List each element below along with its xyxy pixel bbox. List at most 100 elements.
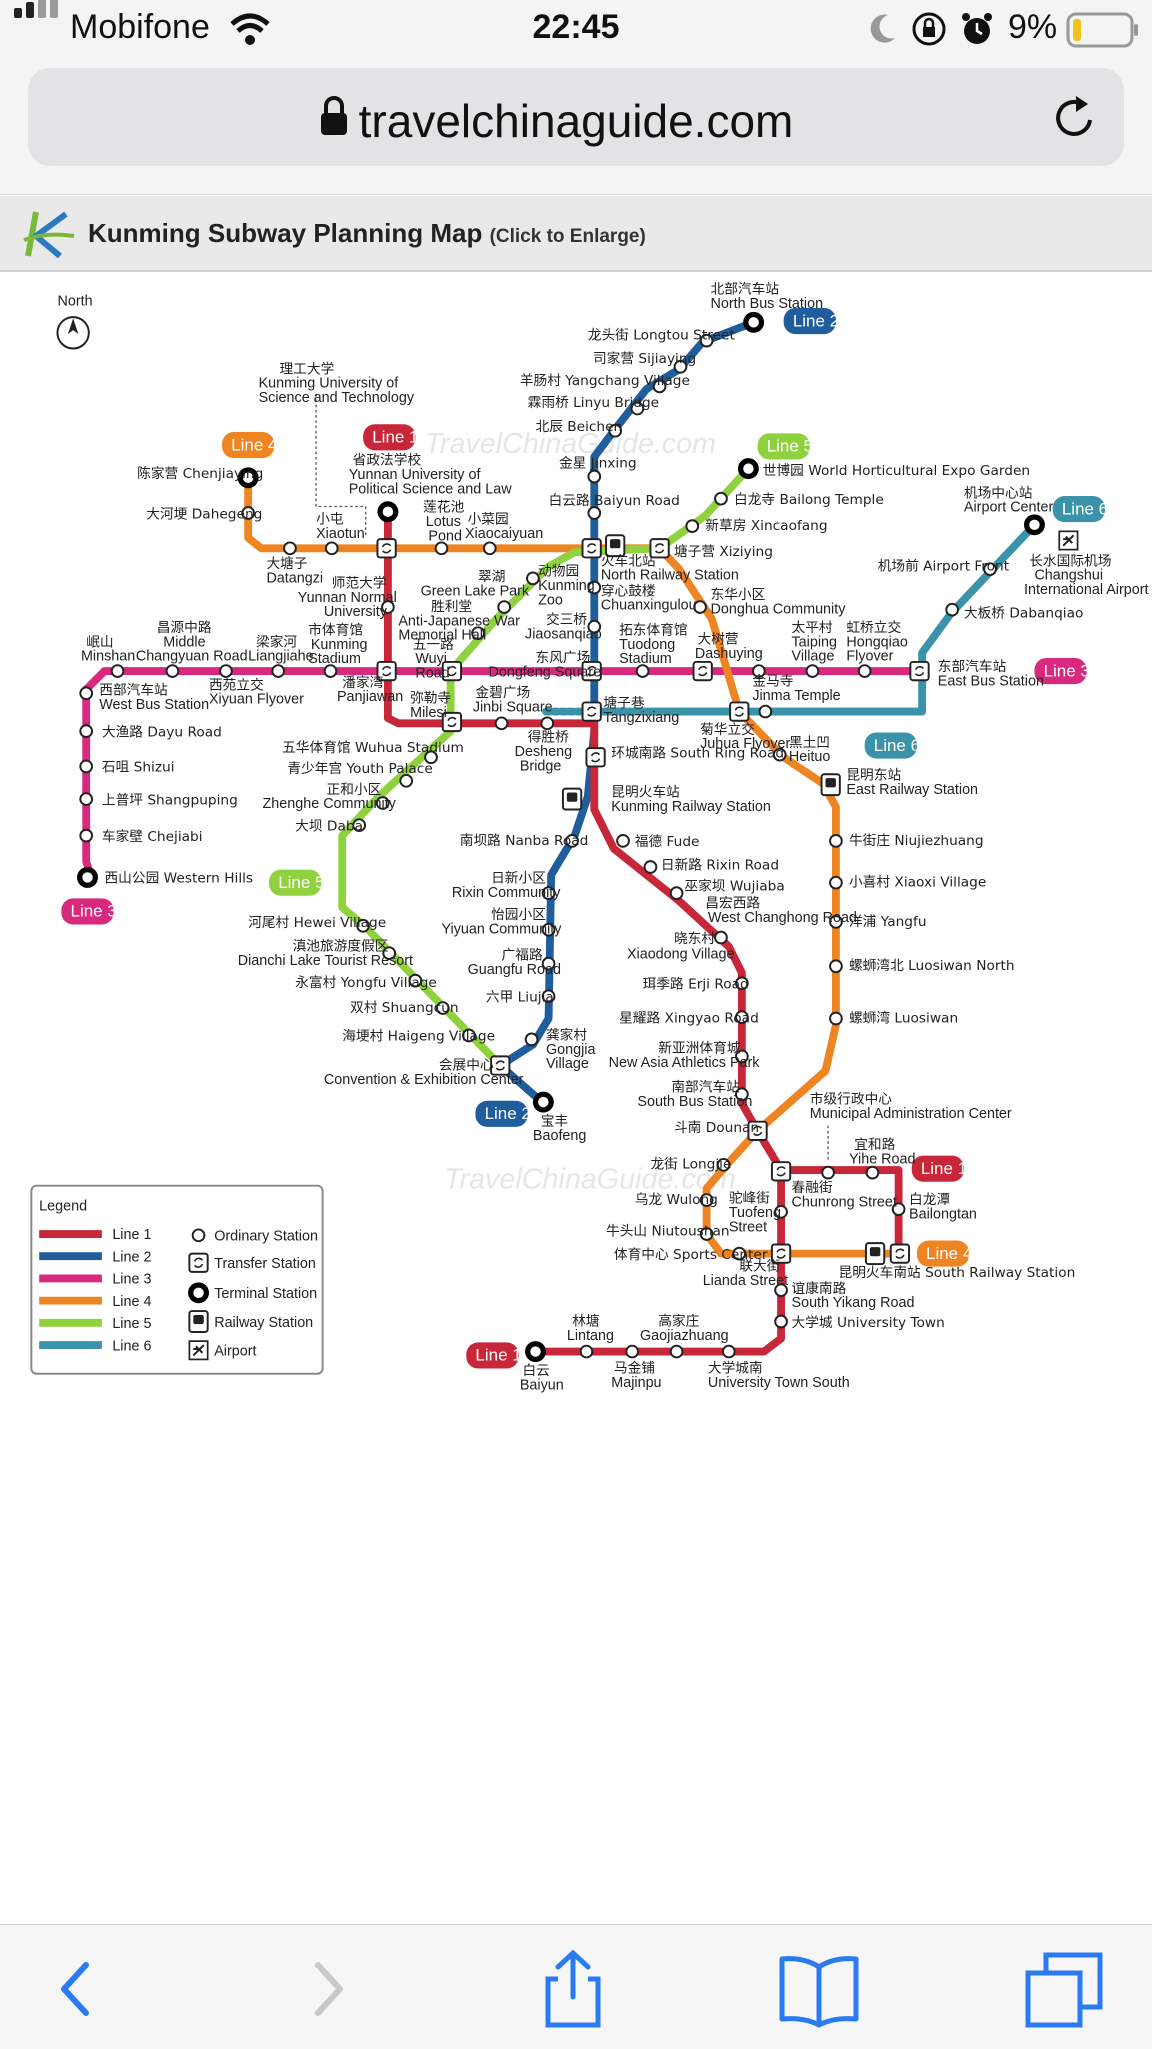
page-banner[interactable]: Kunming Subway Planning Map (Click to En…: [0, 196, 1152, 272]
line-tag-4[interactable]: Line 4: [222, 432, 277, 459]
station-dot[interactable]: [643, 860, 658, 874]
station-dot[interactable]: [693, 600, 707, 614]
transfer-station[interactable]: [692, 660, 713, 682]
station-dot[interactable]: [774, 1204, 788, 1219]
transfer-station[interactable]: [747, 1120, 768, 1141]
station-dot[interactable]: [165, 664, 180, 678]
share-icon[interactable]: [528, 1949, 618, 2029]
line-tag-2[interactable]: Line 2: [783, 307, 839, 335]
terminal-station[interactable]: [743, 311, 765, 333]
station-dot[interactable]: [352, 818, 367, 833]
station-dot[interactable]: [865, 1165, 880, 1180]
line-tag-1[interactable]: Line 1: [363, 424, 418, 451]
station-dot[interactable]: [714, 930, 728, 945]
line-tag-4[interactable]: Line 4: [916, 1240, 972, 1267]
terminal-station[interactable]: [377, 501, 399, 523]
forward-icon[interactable]: [284, 1949, 374, 2029]
station-dot[interactable]: [526, 571, 540, 586]
line-tag-1[interactable]: Line 1: [466, 1342, 522, 1369]
line-tag-5[interactable]: Line 5: [269, 869, 324, 896]
transfer-station[interactable]: [581, 701, 602, 722]
transfer-station[interactable]: [770, 1243, 792, 1264]
station-dot[interactable]: [829, 1011, 843, 1026]
terminal-station[interactable]: [1023, 514, 1045, 536]
station-dot[interactable]: [541, 886, 556, 900]
line-tag-6[interactable]: Line 6: [1052, 496, 1108, 523]
line-tag-3[interactable]: Line 3: [1034, 658, 1090, 685]
station-dot[interactable]: [857, 664, 872, 678]
station-dot[interactable]: [79, 686, 94, 701]
station-dot[interactable]: [399, 773, 414, 788]
station-dot[interactable]: [699, 1193, 714, 1207]
station-dot[interactable]: [829, 915, 843, 929]
transfer-station[interactable]: [581, 538, 602, 559]
station-dot[interactable]: [699, 333, 714, 348]
station-dot[interactable]: [829, 959, 843, 974]
station-dot[interactable]: [434, 541, 449, 556]
station-dot[interactable]: [699, 1227, 714, 1241]
station-dot[interactable]: [735, 1010, 749, 1025]
station-dot[interactable]: [751, 664, 766, 678]
railway-station-icon[interactable]: [820, 773, 841, 797]
station-dot[interactable]: [821, 1165, 835, 1180]
station-dot[interactable]: [79, 724, 94, 739]
station-dot[interactable]: [497, 600, 512, 614]
station-dot[interactable]: [79, 792, 94, 806]
line-tag-2[interactable]: Line 2: [475, 1100, 531, 1127]
bookmarks-icon[interactable]: [774, 1949, 864, 2029]
station-dot[interactable]: [482, 541, 497, 556]
terminal-station[interactable]: [237, 467, 259, 489]
station-dot[interactable]: [635, 664, 650, 678]
transfer-station[interactable]: [729, 701, 750, 722]
station-dot[interactable]: [271, 664, 286, 678]
station-dot[interactable]: [735, 976, 749, 991]
station-dot[interactable]: [375, 796, 390, 810]
station-dot[interactable]: [891, 1202, 906, 1217]
station-dot[interactable]: [540, 716, 555, 731]
station-dot[interactable]: [735, 1087, 749, 1102]
transfer-station[interactable]: [770, 1161, 792, 1182]
station-dot[interactable]: [945, 602, 960, 617]
station-dot[interactable]: [587, 619, 602, 634]
station-dot[interactable]: [829, 875, 843, 890]
station-dot[interactable]: [324, 541, 339, 556]
station-dot[interactable]: [587, 469, 602, 484]
station-dot[interactable]: [625, 1344, 640, 1359]
station-dot[interactable]: [721, 1344, 736, 1359]
line-tag-1[interactable]: Line 1: [911, 1155, 967, 1182]
station-dot[interactable]: [381, 600, 395, 614]
station-dot[interactable]: [356, 918, 370, 933]
transfer-station[interactable]: [889, 1243, 911, 1264]
station-dot[interactable]: [732, 1246, 747, 1261]
station-dot[interactable]: [608, 423, 623, 438]
station-dot[interactable]: [471, 626, 485, 641]
station-dot[interactable]: [652, 379, 667, 394]
station-dot[interactable]: [579, 1344, 594, 1359]
station-dot[interactable]: [829, 834, 843, 848]
station-dot[interactable]: [772, 747, 787, 762]
transfer-station[interactable]: [585, 747, 606, 768]
station-dot[interactable]: [669, 1344, 684, 1359]
railway-station-icon[interactable]: [561, 787, 583, 811]
station-dot[interactable]: [79, 828, 94, 843]
station-dot[interactable]: [541, 989, 556, 1004]
transfer-station[interactable]: [581, 660, 602, 682]
station-dot[interactable]: [983, 562, 997, 577]
station-dot[interactable]: [79, 759, 94, 774]
station-dot[interactable]: [774, 1314, 788, 1329]
station-dot[interactable]: [494, 716, 509, 731]
transfer-station[interactable]: [441, 711, 463, 733]
transfer-station[interactable]: [490, 1055, 511, 1076]
transfer-station[interactable]: [909, 660, 930, 682]
line-tag-5[interactable]: Line 5: [757, 433, 813, 460]
station-dot[interactable]: [283, 541, 297, 556]
transfer-station[interactable]: [376, 660, 397, 682]
terminal-station[interactable]: [525, 1341, 546, 1363]
transfer-station[interactable]: [441, 660, 463, 682]
station-dot[interactable]: [382, 946, 397, 961]
station-dot[interactable]: [774, 1283, 788, 1298]
station-dot[interactable]: [673, 359, 688, 374]
station-dot[interactable]: [435, 1001, 450, 1015]
station-dot[interactable]: [424, 750, 438, 765]
station-dot[interactable]: [541, 922, 556, 937]
